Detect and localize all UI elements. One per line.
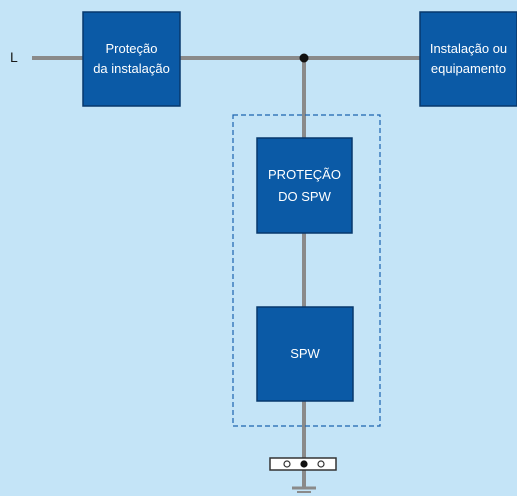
box-instalacao-equipamento [419, 11, 517, 107]
label-protecao-instalacao: Proteção da instalação [93, 41, 170, 76]
label-protecao-spw: PROTEÇÃO DO SPW [268, 166, 341, 204]
junction-dot [299, 53, 309, 63]
spw-dashed-enclosure [232, 114, 381, 427]
box-protecao-spw [256, 137, 353, 234]
ground-terminal-icon [269, 457, 337, 471]
label-instalacao-equipamento: Instalação ou equipamento [429, 41, 508, 76]
label-spw: SPW [290, 346, 320, 361]
box-protecao-instalacao [82, 11, 181, 107]
box-spw [256, 306, 354, 402]
line-label-l: L [10, 49, 18, 65]
ground-symbol-icon [292, 486, 316, 493]
